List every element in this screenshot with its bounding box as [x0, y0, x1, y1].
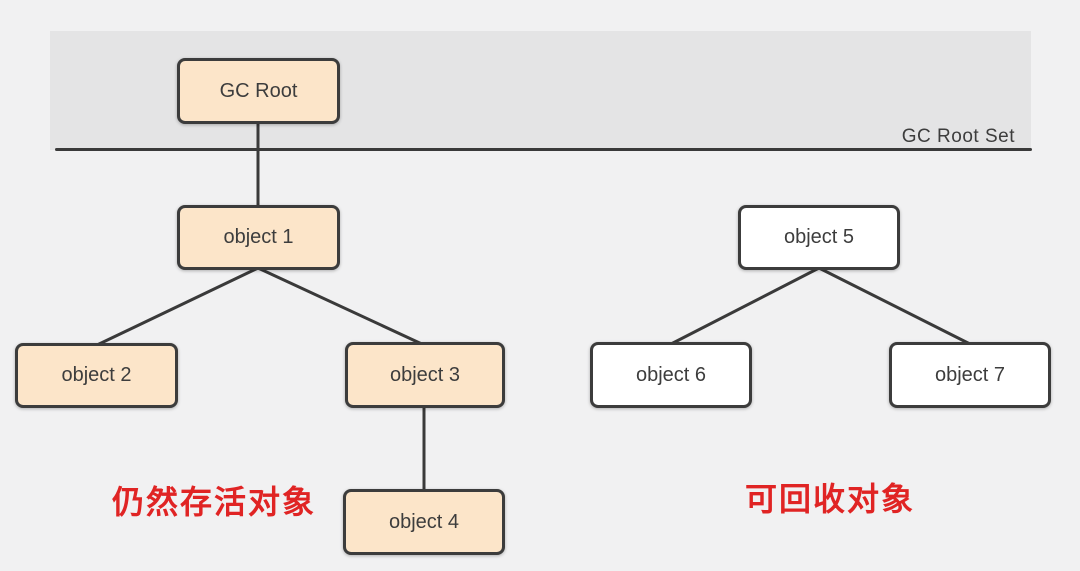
node-object-6: object 6	[590, 342, 752, 408]
node-object-4: object 4	[343, 489, 505, 555]
node-object-2: object 2	[15, 343, 178, 408]
annotation-alive-objects: 仍然存活对象	[112, 484, 317, 520]
edge-object1-object2	[95, 266, 260, 347]
node-object-7: object 7	[889, 342, 1051, 408]
node-object-5: object 5	[738, 205, 900, 270]
node-gc-root: GC Root	[177, 58, 340, 124]
gc-root-set-label: GC Root Set	[901, 126, 1015, 147]
edge-object5-object7	[817, 266, 972, 346]
annotation-collectible-objects: 可回收对象	[745, 481, 916, 517]
edge-object1-object3	[256, 266, 426, 347]
node-object-1: object 1	[177, 205, 340, 270]
node-object-3: object 3	[345, 342, 505, 408]
edge-object5-object6	[669, 266, 821, 346]
gc-root-set-line	[55, 148, 1032, 151]
